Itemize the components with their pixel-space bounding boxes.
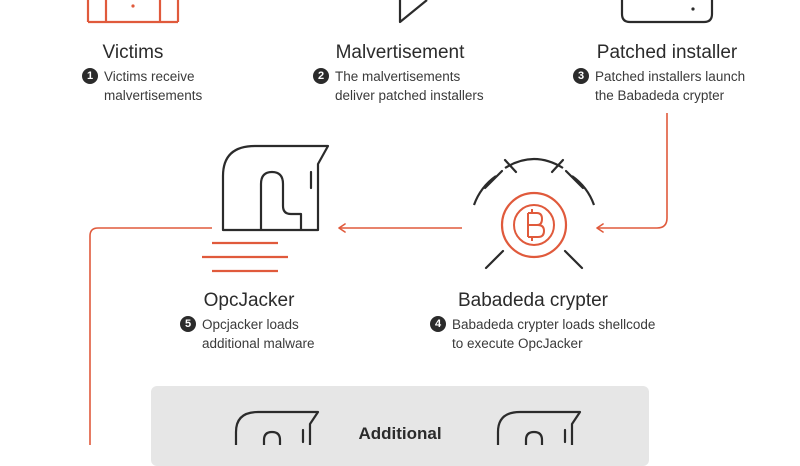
victims-step: 1 Victims receive malvertisements	[82, 67, 202, 105]
panel-artwork	[234, 410, 582, 445]
patched-installer-step: 3 Patched installers launch the Babadeda…	[573, 67, 745, 105]
building-icon	[86, 0, 180, 24]
victims-title: Victims	[102, 42, 164, 63]
babadeda-description: Babadeda crypter loads shellcode to exec…	[452, 315, 655, 353]
patched-installer-description: Patched installers launch the Babadeda c…	[595, 67, 745, 105]
babadeda-title: Babadeda crypter	[458, 290, 608, 311]
malvertisement-step: 2 The malvertisements deliver patched in…	[313, 67, 484, 105]
step-badge: 2	[313, 68, 329, 84]
speech-bubble-icon	[398, 0, 428, 24]
description-line: malvertisements	[104, 88, 203, 103]
diagram-artwork	[86, 0, 714, 445]
flow-connector-5-6	[89, 227, 212, 445]
description-line: the Babadeda crypter	[595, 88, 725, 103]
step-badge: 5	[180, 316, 196, 332]
description-line: Babadeda crypter loads shellcode	[452, 317, 656, 332]
bitcoin-target-icon	[472, 158, 596, 270]
description-line: The malvertisements	[335, 69, 461, 84]
victims-description: Victims receive malvertisements	[104, 67, 202, 105]
opcjacker-title: OpcJacker	[203, 290, 295, 311]
step-badge: 4	[430, 316, 446, 332]
description-line: Opcjacker loads	[202, 317, 299, 332]
step-badge: 1	[82, 68, 98, 84]
opcjacker-description: Opcjacker loads additional malware	[202, 315, 315, 353]
flow-connector-3-4	[596, 113, 668, 233]
malvertisement-description: The malvertisements deliver patched inst…	[335, 67, 484, 105]
babadeda-step: 4 Babadeda crypter loads shellcode to ex…	[430, 315, 655, 353]
attack-flow-diagram: Victims 1 Victims receive malvertisement…	[82, 0, 745, 466]
description-line: deliver patched installers	[335, 88, 484, 103]
description-line: additional malware	[202, 336, 315, 351]
description-line: Patched installers launch	[595, 69, 746, 84]
step-badge: 3	[573, 68, 589, 84]
patched-installer-title: Patched installer	[596, 42, 738, 63]
trojan-horse-icon	[202, 144, 330, 273]
malvertisement-title: Malvertisement	[335, 42, 465, 63]
additional-malware-title: Additional	[358, 424, 442, 443]
trojan-horse-icon	[496, 410, 582, 445]
device-icon	[620, 0, 714, 24]
opcjacker-step: 5 Opcjacker loads additional malware	[180, 315, 315, 353]
description-line: Victims receive	[104, 69, 195, 84]
trojan-horse-icon	[234, 410, 320, 445]
description-line: to execute OpcJacker	[452, 336, 583, 351]
